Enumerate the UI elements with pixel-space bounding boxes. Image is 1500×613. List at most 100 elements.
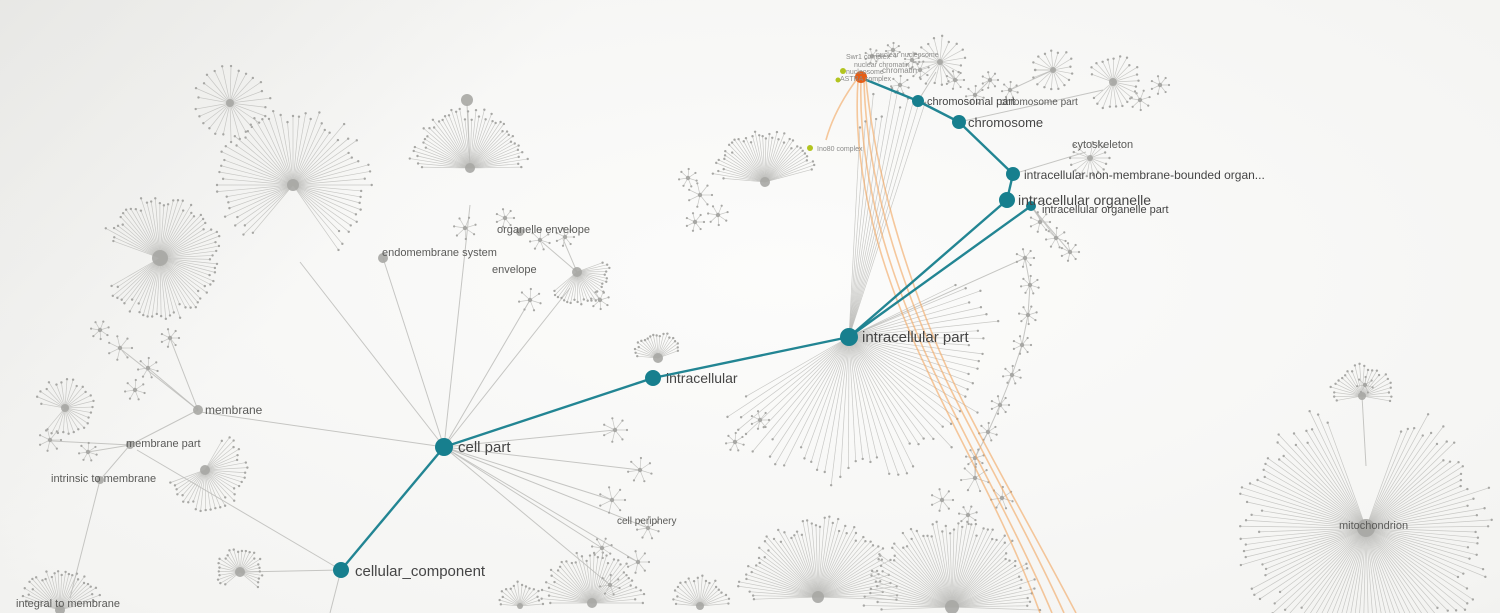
graph-node-small[interactable] bbox=[997, 402, 1003, 408]
graph-node-small[interactable] bbox=[939, 497, 945, 503]
graph-node-small[interactable] bbox=[1053, 235, 1059, 241]
graph-node-complex[interactable] bbox=[807, 145, 813, 151]
graph-node-small[interactable] bbox=[897, 82, 903, 88]
graph-node-small[interactable] bbox=[1037, 219, 1043, 225]
graph-node-small[interactable] bbox=[685, 175, 691, 181]
graph-node-small[interactable] bbox=[697, 192, 703, 198]
graph-node-small[interactable] bbox=[1362, 382, 1368, 388]
fan-hub-node[interactable] bbox=[1050, 67, 1056, 73]
graph-node-small[interactable] bbox=[527, 297, 533, 303]
graph-node-small[interactable] bbox=[1137, 97, 1143, 103]
graph-node-small[interactable] bbox=[869, 53, 875, 59]
graph-node-small[interactable] bbox=[917, 67, 923, 73]
graph-node-small[interactable] bbox=[1067, 249, 1073, 255]
orange-link-edge bbox=[863, 79, 1065, 613]
fan-hub-node[interactable] bbox=[572, 267, 582, 277]
graph-node-small[interactable] bbox=[145, 365, 151, 371]
graph-node-small[interactable] bbox=[537, 237, 543, 243]
graph-node-complex[interactable] bbox=[835, 77, 841, 83]
fan-hub-node[interactable] bbox=[193, 405, 203, 415]
graph-node-small[interactable] bbox=[1009, 372, 1015, 378]
fan-hub-node[interactable] bbox=[287, 179, 299, 191]
fan-cluster bbox=[96, 476, 104, 484]
fan-hub-node[interactable] bbox=[653, 353, 663, 363]
graph-node-small[interactable] bbox=[85, 449, 91, 455]
graph-node-small[interactable] bbox=[599, 545, 605, 551]
graph-node-small[interactable] bbox=[607, 582, 613, 588]
fan-hub-node[interactable] bbox=[152, 250, 168, 266]
graph-node-intracellular-part[interactable] bbox=[840, 328, 858, 346]
graph-node-chromosomal-part[interactable] bbox=[912, 95, 924, 107]
graph-node-cell-part[interactable] bbox=[435, 438, 453, 456]
graph-node-small[interactable] bbox=[97, 327, 103, 333]
graph-node-small[interactable] bbox=[1157, 82, 1163, 88]
fan-hub-node[interactable] bbox=[1357, 519, 1375, 537]
graph-node-small[interactable] bbox=[47, 437, 53, 443]
graph-node-small[interactable] bbox=[612, 427, 618, 433]
fan-hub-node[interactable] bbox=[587, 598, 597, 608]
fan-cluster bbox=[461, 94, 473, 106]
graph-node-small[interactable] bbox=[1019, 342, 1025, 348]
graph-node-small[interactable] bbox=[1007, 87, 1013, 93]
graph-node-small[interactable] bbox=[692, 219, 698, 225]
fan-hub-node[interactable] bbox=[126, 441, 134, 449]
fan-hub-node[interactable] bbox=[945, 600, 959, 613]
graph-node-small[interactable] bbox=[757, 417, 763, 423]
fan-hub-node[interactable] bbox=[96, 476, 104, 484]
graph-node-small[interactable] bbox=[1027, 282, 1033, 288]
fan-hub-node[interactable] bbox=[1358, 392, 1366, 400]
graph-node-small[interactable] bbox=[637, 467, 643, 473]
fan-hub-node[interactable] bbox=[937, 59, 943, 65]
fan-hub-node[interactable] bbox=[235, 567, 245, 577]
graph-node-small[interactable] bbox=[117, 345, 123, 351]
fan-hub-node[interactable] bbox=[465, 163, 475, 173]
graph-node-small[interactable] bbox=[562, 234, 568, 240]
graph-node-intracellular-organelle-part[interactable] bbox=[1026, 201, 1036, 211]
fan-hub-node[interactable] bbox=[461, 94, 473, 106]
fan-hub-node[interactable] bbox=[812, 591, 824, 603]
fan-hub-node[interactable] bbox=[517, 603, 523, 609]
graph-node-small[interactable] bbox=[132, 387, 138, 393]
graph-node-small[interactable] bbox=[609, 497, 615, 503]
graph-node-small[interactable] bbox=[972, 475, 978, 481]
graph-node-small[interactable] bbox=[167, 335, 173, 341]
fan-hub-node[interactable] bbox=[516, 228, 524, 236]
graph-node-small[interactable] bbox=[909, 57, 915, 63]
fan-hub-node[interactable] bbox=[55, 605, 65, 613]
graph-node-intracellular-non-membrane-bounded-organelle[interactable] bbox=[1006, 167, 1020, 181]
graph-node-intracellular-organelle[interactable] bbox=[999, 192, 1015, 208]
fan-cluster bbox=[1239, 409, 1493, 613]
flower-node bbox=[77, 441, 98, 462]
fan-hub-node[interactable] bbox=[226, 99, 234, 107]
fan-hub-node[interactable] bbox=[378, 253, 388, 263]
fan-hub-node[interactable] bbox=[200, 465, 210, 475]
graph-node-small[interactable] bbox=[972, 92, 978, 98]
graph-node-small[interactable] bbox=[987, 77, 993, 83]
graph-node-small[interactable] bbox=[715, 212, 721, 218]
fan-hub-node[interactable] bbox=[1087, 155, 1093, 161]
graph-node-small[interactable] bbox=[645, 525, 651, 531]
graph-node-cellular-component[interactable] bbox=[333, 562, 349, 578]
graph-node-small[interactable] bbox=[965, 512, 971, 518]
graph-node-small[interactable] bbox=[732, 439, 738, 445]
graph-node-small[interactable] bbox=[890, 47, 896, 53]
graph-node-chromosome[interactable] bbox=[952, 115, 966, 129]
fan-hub-node[interactable] bbox=[696, 602, 704, 610]
graph-node-intracellular[interactable] bbox=[645, 370, 661, 386]
graph-node-small[interactable] bbox=[462, 225, 468, 231]
graph-node-small[interactable] bbox=[999, 495, 1005, 501]
graph-node-small[interactable] bbox=[1022, 255, 1028, 261]
graph-node-small[interactable] bbox=[952, 77, 958, 83]
fan-hub-node[interactable] bbox=[1109, 78, 1117, 86]
graph-node-small[interactable] bbox=[597, 297, 603, 303]
graph-node-small[interactable] bbox=[1025, 312, 1031, 318]
graph-node-small[interactable] bbox=[635, 559, 641, 565]
fan-hub-node[interactable] bbox=[61, 404, 69, 412]
fan-hub-node[interactable] bbox=[760, 177, 770, 187]
graph-node-small[interactable] bbox=[502, 215, 508, 221]
graph-node-complex[interactable] bbox=[840, 68, 846, 74]
graph-node-nucleosome-focus[interactable] bbox=[855, 71, 867, 83]
graph-node-small[interactable] bbox=[985, 429, 991, 435]
